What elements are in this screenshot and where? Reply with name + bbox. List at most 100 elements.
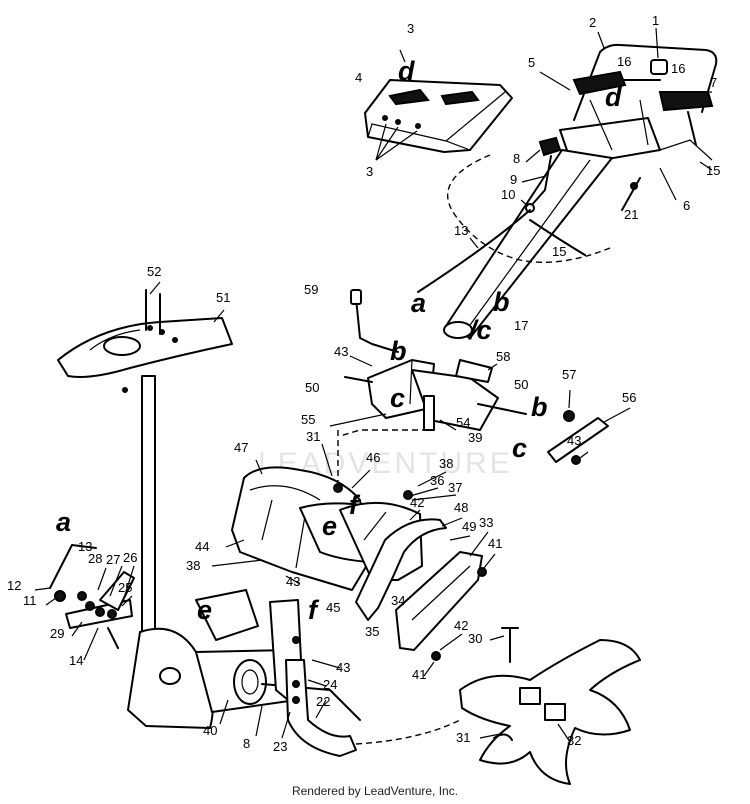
callout-7: 7	[710, 75, 717, 90]
callout-27: 27	[106, 552, 120, 567]
callout-16b: 16	[671, 61, 685, 76]
callout-14: 14	[69, 653, 83, 668]
drive-line	[355, 719, 461, 745]
letter-d-hood: d	[398, 56, 415, 86]
control-cable	[417, 209, 531, 293]
letter-a-cable: a	[411, 288, 426, 318]
callout-5: 5	[528, 55, 535, 70]
callout-43b: 43	[567, 433, 581, 448]
callout-23: 23	[273, 739, 287, 754]
callout-47: 47	[234, 440, 248, 455]
footer-credit: Rendered by LeadVenture, Inc.	[291, 784, 459, 798]
callout-21: 21	[624, 207, 638, 222]
callout-2: 2	[589, 15, 596, 30]
callout-41: 41	[488, 536, 502, 551]
callout-9: 9	[510, 172, 517, 187]
cable-routing-line	[446, 154, 611, 263]
callout-42: 42	[410, 495, 424, 510]
callout-10: 10	[501, 187, 515, 202]
callout-12: 12	[7, 578, 21, 593]
callout-1: 1	[652, 13, 659, 28]
callout-22: 22	[316, 694, 330, 709]
callout-44: 44	[195, 539, 209, 554]
tine-pin	[493, 733, 513, 741]
callout-32: 32	[567, 733, 581, 748]
callout-55: 55	[301, 412, 315, 427]
handlebar-assembly	[559, 43, 718, 166]
callout-3: 3	[407, 21, 414, 36]
callout-48: 48	[454, 500, 468, 515]
callout-30: 30	[468, 631, 482, 646]
callout-41b: 41	[412, 667, 426, 682]
shield-post	[141, 375, 156, 633]
callout-39: 39	[468, 430, 482, 445]
callout-43c: 43	[286, 574, 300, 589]
callout-56: 56	[622, 390, 636, 405]
letter-a-linkage: a	[56, 507, 71, 537]
callout-57: 57	[562, 367, 576, 382]
callout-42b: 42	[454, 618, 468, 633]
callout-8b: 8	[243, 736, 250, 751]
callout-17: 17	[514, 318, 528, 333]
pin-30	[501, 627, 519, 663]
side-shield-left	[355, 518, 447, 621]
handle-tube	[443, 149, 613, 339]
letter-b-plate: b	[531, 392, 548, 422]
callout-46: 46	[366, 450, 380, 465]
hitch-bracket	[367, 359, 499, 431]
depth-bar	[285, 659, 357, 757]
hood-cover	[364, 79, 513, 153]
callout-28: 28	[88, 551, 102, 566]
callout-49: 49	[462, 519, 476, 534]
callout-31b: 31	[456, 730, 470, 745]
letter-d-handle: d	[605, 82, 622, 112]
callout-58: 58	[496, 349, 510, 364]
letter-c-bracket: c	[390, 383, 405, 413]
callout-35: 35	[365, 624, 379, 639]
callout-26: 26	[123, 550, 137, 565]
callout-37: 37	[448, 480, 462, 495]
letter-c-tube: /c	[468, 315, 492, 345]
callout-11: 11	[23, 593, 37, 608]
letter-e-drive: e	[197, 595, 212, 625]
callout-31: 31	[306, 429, 320, 444]
callout-3b: 3	[366, 164, 373, 179]
callout-33: 33	[479, 515, 493, 530]
callout-36: 36	[430, 473, 444, 488]
callout-38b: 38	[186, 558, 200, 573]
callout-6: 6	[683, 198, 690, 213]
callout-34: 34	[391, 593, 405, 608]
transmission-housing	[127, 627, 361, 729]
callout-50b: 50	[514, 377, 528, 392]
callout-51: 51	[216, 290, 230, 305]
tine-shield	[231, 466, 423, 591]
callout-4: 4	[355, 70, 362, 85]
callout-38: 38	[439, 456, 453, 471]
callout-15b: 15	[552, 244, 566, 259]
letter-b-bracket: b	[390, 336, 407, 366]
tine-side-plate	[395, 551, 487, 661]
letter-c-plate: c	[512, 433, 527, 463]
callout-15: 15	[706, 163, 720, 178]
link-plate	[547, 410, 609, 465]
callout-25: 25	[118, 580, 132, 595]
callout-29: 29	[50, 626, 64, 641]
tine-assembly	[459, 639, 641, 785]
callout-24: 24	[323, 677, 337, 692]
callout-labels: 1 2 3 4 5 16 16 7 3 8 9 15 6 10 21 13 15…	[7, 13, 720, 754]
letter-f-drive: f	[308, 595, 320, 625]
shift-lever	[525, 136, 562, 213]
callout-50: 50	[305, 380, 319, 395]
callout-45: 45	[326, 600, 340, 615]
callout-16: 16	[617, 54, 631, 69]
callout-8: 8	[513, 151, 520, 166]
callout-59: 59	[304, 282, 318, 297]
callout-40: 40	[203, 723, 217, 738]
left-linkage	[49, 544, 135, 649]
callout-43d: 43	[336, 660, 350, 675]
letter-b-tube: b	[493, 287, 510, 317]
callout-43: 43	[334, 344, 348, 359]
letter-e-shield: e	[322, 511, 337, 541]
throttle-cable	[529, 219, 586, 256]
